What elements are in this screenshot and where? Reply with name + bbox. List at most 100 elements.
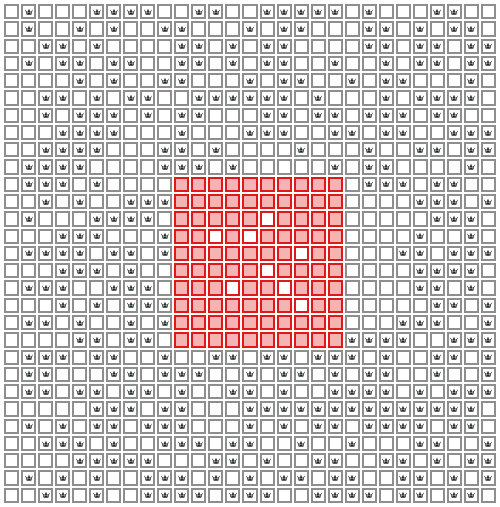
board-cell[interactable] (464, 108, 479, 123)
board-cell[interactable] (481, 211, 496, 226)
board-cell[interactable] (140, 298, 155, 313)
board-cell[interactable] (481, 108, 496, 123)
board-cell[interactable] (140, 470, 155, 485)
board-cell[interactable] (396, 332, 411, 347)
board-cell[interactable] (396, 263, 411, 278)
board-cell[interactable] (481, 384, 496, 399)
board-cell[interactable] (396, 73, 411, 88)
board-cell[interactable] (208, 4, 223, 19)
board-cell[interactable] (38, 315, 53, 330)
board-cell[interactable] (413, 453, 428, 468)
board-cell[interactable] (277, 39, 292, 54)
board-cell[interactable] (260, 367, 275, 382)
board-cell[interactable] (430, 419, 445, 434)
board-cell[interactable] (481, 453, 496, 468)
board-cell[interactable] (38, 108, 53, 123)
board-cell[interactable] (89, 177, 104, 192)
board-cell[interactable] (225, 142, 240, 157)
board-cell[interactable] (89, 419, 104, 434)
board-cell[interactable] (140, 488, 155, 503)
board-cell[interactable] (72, 159, 87, 174)
board-cell[interactable] (311, 4, 326, 19)
board-cell[interactable] (328, 470, 343, 485)
board-cell[interactable] (328, 280, 343, 295)
board-cell[interactable] (260, 21, 275, 36)
board-cell[interactable] (345, 350, 360, 365)
board-cell[interactable] (413, 367, 428, 382)
board-cell[interactable] (294, 142, 309, 157)
board-cell[interactable] (396, 488, 411, 503)
board-cell[interactable] (157, 470, 172, 485)
board-cell[interactable] (106, 384, 121, 399)
board-cell[interactable] (277, 470, 292, 485)
board-cell[interactable] (4, 142, 19, 157)
board-cell[interactable] (225, 73, 240, 88)
board-cell[interactable] (396, 419, 411, 434)
board-cell[interactable] (294, 453, 309, 468)
board-cell[interactable] (294, 56, 309, 71)
board-cell[interactable] (413, 315, 428, 330)
board-cell[interactable] (55, 263, 70, 278)
board-cell[interactable] (362, 280, 377, 295)
board-cell[interactable] (38, 263, 53, 278)
board-cell[interactable] (447, 298, 462, 313)
board-cell[interactable] (260, 211, 275, 226)
board-cell[interactable] (208, 21, 223, 36)
board-cell[interactable] (242, 280, 257, 295)
board-cell[interactable] (345, 90, 360, 105)
board-cell[interactable] (157, 453, 172, 468)
board-cell[interactable] (208, 125, 223, 140)
board-cell[interactable] (106, 436, 121, 451)
board-cell[interactable] (140, 401, 155, 416)
board-cell[interactable] (277, 350, 292, 365)
board-cell[interactable] (396, 280, 411, 295)
board-cell[interactable] (311, 401, 326, 416)
board-cell[interactable] (413, 194, 428, 209)
board-cell[interactable] (328, 159, 343, 174)
board-cell[interactable] (242, 211, 257, 226)
board-cell[interactable] (208, 401, 223, 416)
board-cell[interactable] (225, 384, 240, 399)
board-cell[interactable] (260, 108, 275, 123)
board-cell[interactable] (106, 159, 121, 174)
board-cell[interactable] (140, 332, 155, 347)
board-cell[interactable] (106, 453, 121, 468)
board-cell[interactable] (55, 4, 70, 19)
board-cell[interactable] (4, 246, 19, 261)
board-cell[interactable] (174, 159, 189, 174)
board-cell[interactable] (89, 194, 104, 209)
board-cell[interactable] (140, 39, 155, 54)
board-cell[interactable] (260, 332, 275, 347)
board-cell[interactable] (208, 108, 223, 123)
board-cell[interactable] (208, 280, 223, 295)
board-cell[interactable] (242, 488, 257, 503)
board-cell[interactable] (55, 21, 70, 36)
board-cell[interactable] (157, 159, 172, 174)
board-cell[interactable] (260, 298, 275, 313)
board-cell[interactable] (123, 90, 138, 105)
board-cell[interactable] (4, 384, 19, 399)
board-cell[interactable] (242, 401, 257, 416)
board-cell[interactable] (379, 436, 394, 451)
board-cell[interactable] (208, 194, 223, 209)
board-cell[interactable] (72, 125, 87, 140)
board-cell[interactable] (464, 177, 479, 192)
board-cell[interactable] (379, 21, 394, 36)
board-cell[interactable] (157, 73, 172, 88)
board-cell[interactable] (379, 125, 394, 140)
board-cell[interactable] (21, 159, 36, 174)
board-cell[interactable] (242, 350, 257, 365)
board-cell[interactable] (38, 367, 53, 382)
board-cell[interactable] (106, 332, 121, 347)
board-cell[interactable] (123, 56, 138, 71)
board-cell[interactable] (396, 90, 411, 105)
board-cell[interactable] (174, 56, 189, 71)
board-cell[interactable] (72, 90, 87, 105)
board-cell[interactable] (430, 401, 445, 416)
board-cell[interactable] (242, 419, 257, 434)
board-cell[interactable] (4, 159, 19, 174)
board-cell[interactable] (260, 159, 275, 174)
board-cell[interactable] (55, 108, 70, 123)
board-cell[interactable] (464, 315, 479, 330)
board-cell[interactable] (294, 21, 309, 36)
